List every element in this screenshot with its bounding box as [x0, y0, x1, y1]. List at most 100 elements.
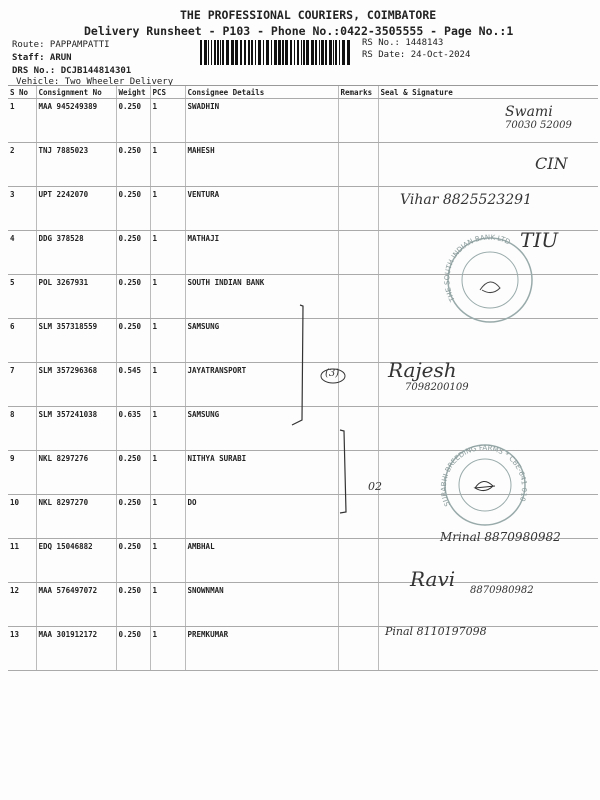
cell-pcs: 1: [149, 230, 185, 275]
barcode-bar: [303, 40, 305, 65]
barcode-bar: [258, 40, 261, 65]
cell-sno: 10: [8, 494, 36, 539]
cell-empty: [377, 186, 598, 231]
column-header: Consignment No: [35, 85, 116, 99]
cell-sno: 6: [8, 318, 36, 363]
barcode-bar: [217, 40, 219, 65]
company-title: THE PROFESSIONAL COURIERS, COIMBATORE: [180, 8, 437, 22]
cell-cno: SLM 357318559: [35, 318, 116, 363]
signature-4: TIU: [520, 228, 559, 252]
cell-pcs: 1: [149, 98, 185, 143]
cell-empty: [377, 274, 598, 319]
cell-empty: [337, 582, 378, 627]
cell-consignee: SWADHIN: [184, 98, 338, 143]
cell-weight: 0.545: [115, 362, 150, 407]
cell-empty: [337, 230, 378, 275]
cell-pcs: 1: [149, 318, 185, 363]
svg-text:THE SOUTH INDIAN BANK LTD: THE SOUTH INDIAN BANK LTD: [443, 233, 511, 303]
cell-weight: 0.250: [115, 230, 150, 275]
column-header: Consignee Details: [184, 85, 338, 99]
cell-sno: 8: [8, 406, 36, 451]
rs-date: RS Date: 24-Oct-2024: [362, 50, 471, 60]
cell-sno: 12: [8, 582, 36, 627]
cell-sno: 5: [8, 274, 36, 319]
cell-cno: TNJ 7885023: [35, 142, 116, 187]
barcode-bar: [315, 40, 317, 65]
cell-weight: 0.250: [115, 494, 150, 539]
cell-sno: 7: [8, 362, 36, 407]
barcode-bar: [282, 40, 284, 65]
cell-empty: [337, 186, 378, 231]
bank-stamp: THE SOUTH INDIAN BANK LTD: [443, 233, 533, 323]
signature-12-phone: 8870980982: [470, 585, 534, 596]
cell-pcs: 1: [149, 406, 185, 451]
barcode-bar: [339, 40, 340, 65]
barcode-bar: [319, 40, 320, 65]
cell-empty: [337, 362, 378, 407]
cell-empty: [377, 450, 598, 495]
cell-empty: [377, 362, 598, 407]
signature-7: Rajesh: [388, 358, 457, 382]
cell-cno: MAA 301912172: [35, 626, 116, 671]
cell-empty: [377, 318, 598, 363]
cell-empty: [337, 494, 378, 539]
svg-text:SURABHI BREEDING FARMS * CBE-6: SURABHI BREEDING FARMS * CBE-641 010 *: [0, 0, 528, 507]
signature-7-phone: 7098200109: [405, 382, 469, 393]
barcode-bar: [235, 40, 238, 65]
cell-cno: SLM 357241038: [35, 406, 116, 451]
signature-2: CIN: [535, 154, 568, 173]
bracket-mark: [291, 304, 304, 426]
cell-consignee: SAMSUNG: [184, 318, 338, 363]
cell-consignee: VENTURA: [184, 186, 338, 231]
barcode-bar: [222, 40, 224, 65]
barcode-bar: [248, 40, 250, 65]
cell-empty: [337, 98, 378, 143]
cell-weight: 0.250: [115, 274, 150, 319]
cell-weight: 0.250: [115, 626, 150, 671]
cell-empty: [337, 626, 378, 671]
barcode-bar: [290, 40, 292, 65]
barcode-bar: [274, 40, 277, 65]
cell-weight: 0.250: [115, 98, 150, 143]
cell-cno: NKL 8297270: [35, 494, 116, 539]
cell-consignee: DO: [184, 494, 338, 539]
cell-weight: 0.250: [115, 142, 150, 187]
cell-cno: POL 3267931: [35, 274, 116, 319]
cell-sno: 1: [8, 98, 36, 143]
route: Route: PAPPAMPATTI: [12, 40, 110, 50]
cell-consignee: SAMSUNG: [184, 406, 338, 451]
cell-weight: 0.250: [115, 450, 150, 495]
signature-11: Mrinal 8870980982: [440, 530, 561, 544]
cell-consignee: SOUTH INDIAN BANK: [184, 274, 338, 319]
barcode-bar: [263, 40, 264, 65]
cell-sno: 11: [8, 538, 36, 583]
cell-consignee: MATHAJI: [184, 230, 338, 275]
signature-1-phone: 70030 52009: [505, 120, 572, 131]
remark-group-2: 02: [368, 480, 382, 493]
barcode-bar: [271, 40, 272, 65]
cell-weight: 0.250: [115, 318, 150, 363]
cell-empty: [377, 582, 598, 627]
column-header: Seal & Signature: [377, 85, 598, 99]
cell-pcs: 1: [149, 274, 185, 319]
cell-empty: [377, 142, 598, 187]
cell-empty: [377, 98, 598, 143]
column-header: Remarks: [337, 85, 378, 99]
barcode-bar: [325, 40, 327, 65]
barcode: [200, 40, 350, 65]
barcode-bar: [204, 40, 207, 65]
cell-consignee: PREMKUMAR: [184, 626, 338, 671]
column-header: S No: [8, 85, 36, 99]
barcode-bar: [200, 40, 202, 65]
cell-empty: [377, 538, 598, 583]
